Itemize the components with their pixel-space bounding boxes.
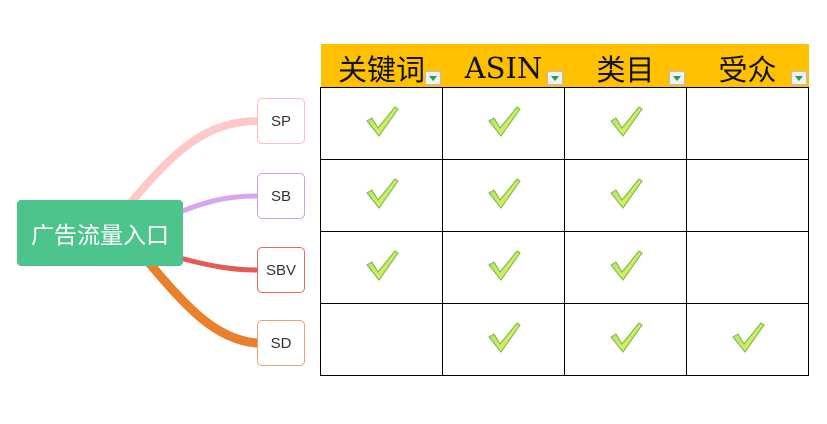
table-cell (564, 231, 687, 304)
checkmark-icon (365, 250, 399, 281)
connector-sp (124, 117, 261, 210)
filter-dropdown-icon[interactable] (668, 71, 685, 85)
checkmark-icon (487, 322, 521, 353)
header-label: 类目 (596, 52, 655, 87)
header-category: 类目 (564, 44, 687, 88)
table-cell (320, 231, 443, 304)
connector-sbv (177, 255, 260, 273)
mindmap-node-sp[interactable]: SP (257, 98, 305, 144)
table-row (320, 87, 809, 160)
header-asin: ASIN (442, 44, 565, 88)
checkmark-icon (487, 178, 521, 209)
checkmark-icon (609, 250, 643, 281)
filter-dropdown-icon[interactable] (790, 71, 807, 85)
mindmap-node-sb[interactable]: SB (257, 173, 305, 219)
header-label: 关键词 (337, 52, 425, 87)
header-label: 受众 (718, 52, 777, 87)
header-keyword: 关键词 (320, 44, 443, 88)
table-cell (564, 87, 687, 160)
table-row (320, 303, 809, 376)
table-cell (320, 87, 443, 160)
table-cell (686, 159, 809, 232)
checkmark-icon (731, 322, 765, 353)
table-cell (686, 87, 809, 160)
table-cell (320, 159, 443, 232)
connector-sb (177, 193, 260, 215)
mindmap-node-sd[interactable]: SD (257, 320, 305, 366)
checkmark-icon (609, 106, 643, 137)
table-cell (442, 231, 565, 304)
checkmark-icon (487, 106, 521, 137)
checkmark-icon (365, 178, 399, 209)
mindmap-root-node[interactable]: 广告流量入口 (17, 200, 183, 266)
filter-dropdown-icon[interactable] (424, 71, 441, 85)
table-row (320, 231, 809, 304)
table-cell (686, 231, 809, 304)
mindmap-node-sbv[interactable]: SBV (257, 247, 305, 293)
header-label: ASIN (464, 50, 543, 85)
header-audience: 受众 (686, 44, 809, 88)
table-cell (442, 87, 565, 160)
checkmark-icon (609, 322, 643, 353)
targeting-matrix-table: 关键词 ASIN 类目 受众 (320, 44, 809, 376)
checkmark-icon (365, 106, 399, 137)
filter-dropdown-icon[interactable] (546, 71, 563, 85)
table-row (320, 159, 809, 232)
table-cell (564, 303, 687, 376)
table-cell (442, 303, 565, 376)
connector-sd (145, 259, 262, 348)
checkmark-icon (487, 250, 521, 281)
table-cell (320, 303, 443, 376)
table-cell (442, 159, 565, 232)
table-cell (564, 159, 687, 232)
checkmark-icon (609, 178, 643, 209)
table-cell (686, 303, 809, 376)
